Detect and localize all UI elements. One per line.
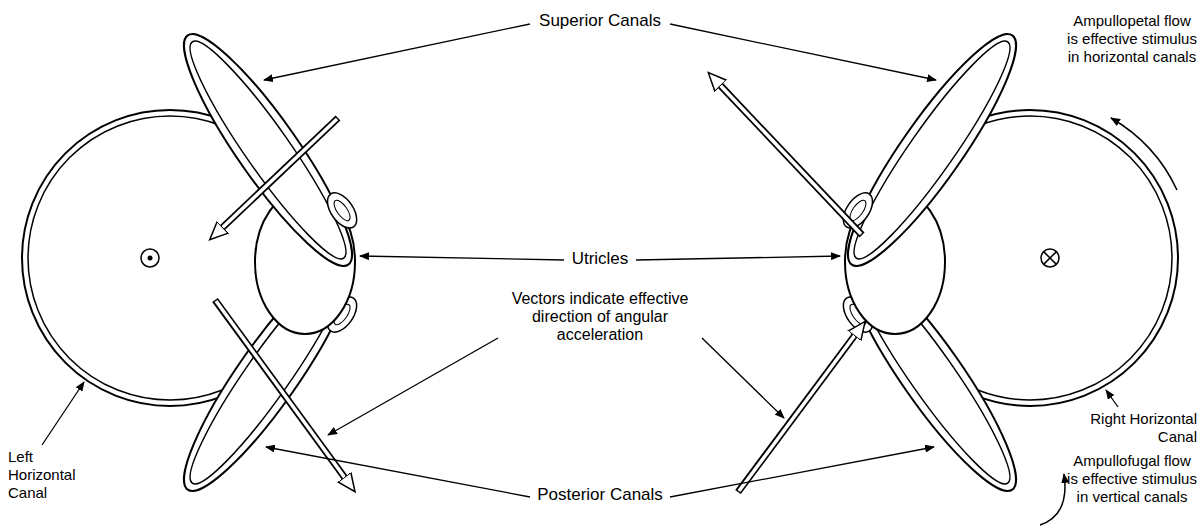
- ampulla: [322, 188, 363, 233]
- flow-arrow: [1040, 474, 1065, 525]
- leader-line: [360, 256, 564, 260]
- labyrinth-left: [22, 14, 379, 511]
- label-text: Ampullopetal flow is effective stimulus …: [1067, 12, 1197, 66]
- canal-outer: [163, 18, 373, 282]
- vector-arrow: [222, 119, 337, 228]
- dot-symbol: [141, 249, 159, 267]
- dot-symbol: [148, 256, 153, 261]
- rotation-symbols: [141, 249, 1059, 267]
- label-text: Superior Canals: [500, 12, 700, 30]
- vector-arrow: [720, 85, 861, 234]
- leader-line: [1106, 390, 1118, 407]
- vector-arrow: [215, 300, 345, 478]
- leader-lines: [42, 24, 1177, 525]
- vector-arrow: [222, 118, 338, 228]
- superior-canal: [163, 14, 378, 282]
- cross-symbol: [1044, 252, 1057, 265]
- leader-line: [636, 256, 840, 260]
- label-text: Right Horizontal Canal: [1067, 410, 1197, 446]
- ampulla: [331, 198, 353, 223]
- vector-arrow: [739, 335, 855, 491]
- leader-line: [42, 382, 84, 445]
- vector-arrow: [720, 85, 862, 235]
- flow-arrow: [1111, 118, 1177, 190]
- label-text: Utricles: [540, 250, 660, 268]
- labyrinth-right: [821, 14, 1178, 511]
- vector-arrow: [216, 301, 345, 478]
- leader-line: [670, 447, 934, 497]
- cross-symbol: [1041, 249, 1059, 267]
- leader-line: [702, 338, 784, 418]
- leader-line: [266, 447, 530, 497]
- vector-arrow: [738, 335, 855, 492]
- leader-line: [328, 338, 498, 435]
- leader-line: [670, 24, 936, 80]
- label-text: Left Horizontal Canal: [8, 448, 98, 502]
- label-text: Ampullofugal flow is effective stimulus …: [1067, 452, 1197, 506]
- leader-line: [264, 24, 530, 80]
- label-text: Posterior Canals: [500, 486, 700, 504]
- acceleration-vectors: [215, 85, 862, 492]
- label-text: Vectors indicate effective direction of …: [511, 290, 689, 344]
